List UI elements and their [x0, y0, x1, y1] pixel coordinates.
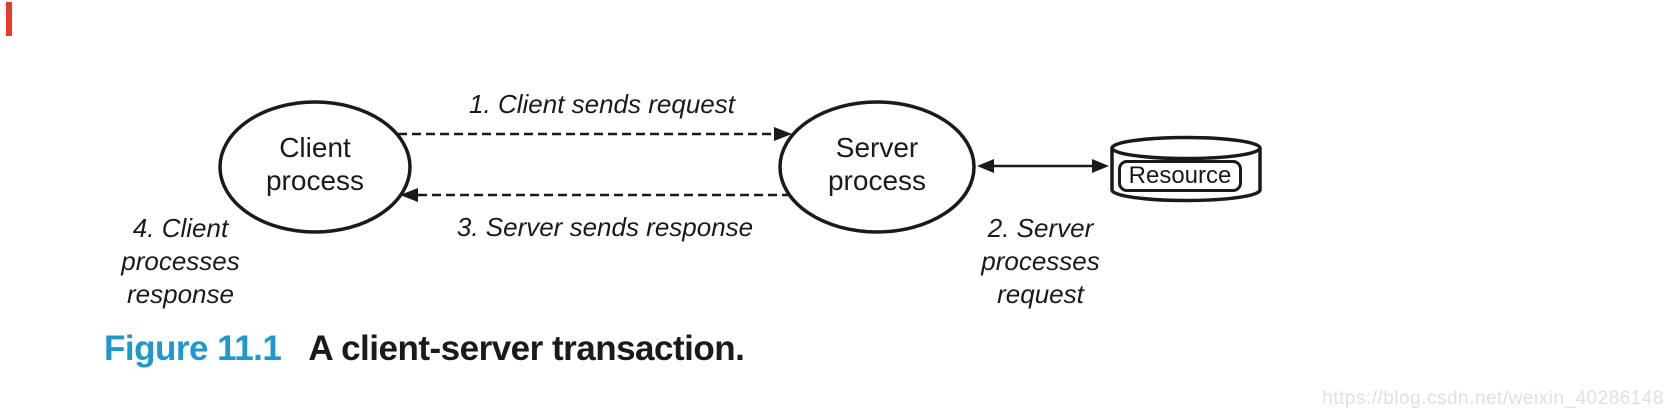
response-arrow — [400, 188, 789, 202]
response-arrowhead-icon — [400, 188, 418, 202]
watermark-url: https://blog.csdn.net/weixin_40286148 — [1322, 388, 1664, 409]
step1-label: 1. Client sends request — [469, 89, 735, 119]
step4-line1: 4. Client — [132, 213, 229, 243]
client-ellipse — [218, 100, 412, 234]
figure-title: A client-server transaction. — [308, 329, 745, 368]
server-ellipse — [778, 100, 976, 234]
request-arrowhead-icon — [774, 127, 792, 141]
step2-line1: 2. Server — [987, 213, 1094, 243]
resource-arrowhead-right-icon — [1092, 159, 1109, 173]
resource-node: Resource — [1118, 160, 1242, 192]
step3-label: 3. Server sends response — [456, 212, 754, 242]
client-process-line2: process — [265, 165, 365, 196]
server-process-label: Server process — [767, 131, 987, 197]
request-arrow — [398, 127, 792, 141]
client-process-line1: Client — [279, 132, 351, 163]
server-process-line1: Server — [835, 132, 919, 163]
step4-line2: processes — [121, 246, 240, 276]
step4-line3: response — [127, 279, 234, 309]
client-process-label: Client process — [205, 131, 425, 197]
step2-label: 2. Server processes request — [938, 212, 1143, 311]
resource-label: Resource — [1128, 162, 1232, 189]
server-process-line2: process — [827, 165, 927, 196]
step2-line2: processes — [981, 246, 1100, 276]
step2-line3: request — [997, 279, 1084, 309]
corner-red-mark — [6, 2, 12, 36]
resource-arrow — [977, 159, 1109, 173]
figure-caption: Figure 11.1 A client-server transaction. — [104, 329, 745, 369]
figure-number: Figure 11.1 — [104, 329, 282, 368]
step4-label: 4. Client processes response — [78, 212, 283, 311]
resource-arrowhead-left-icon — [977, 159, 994, 173]
